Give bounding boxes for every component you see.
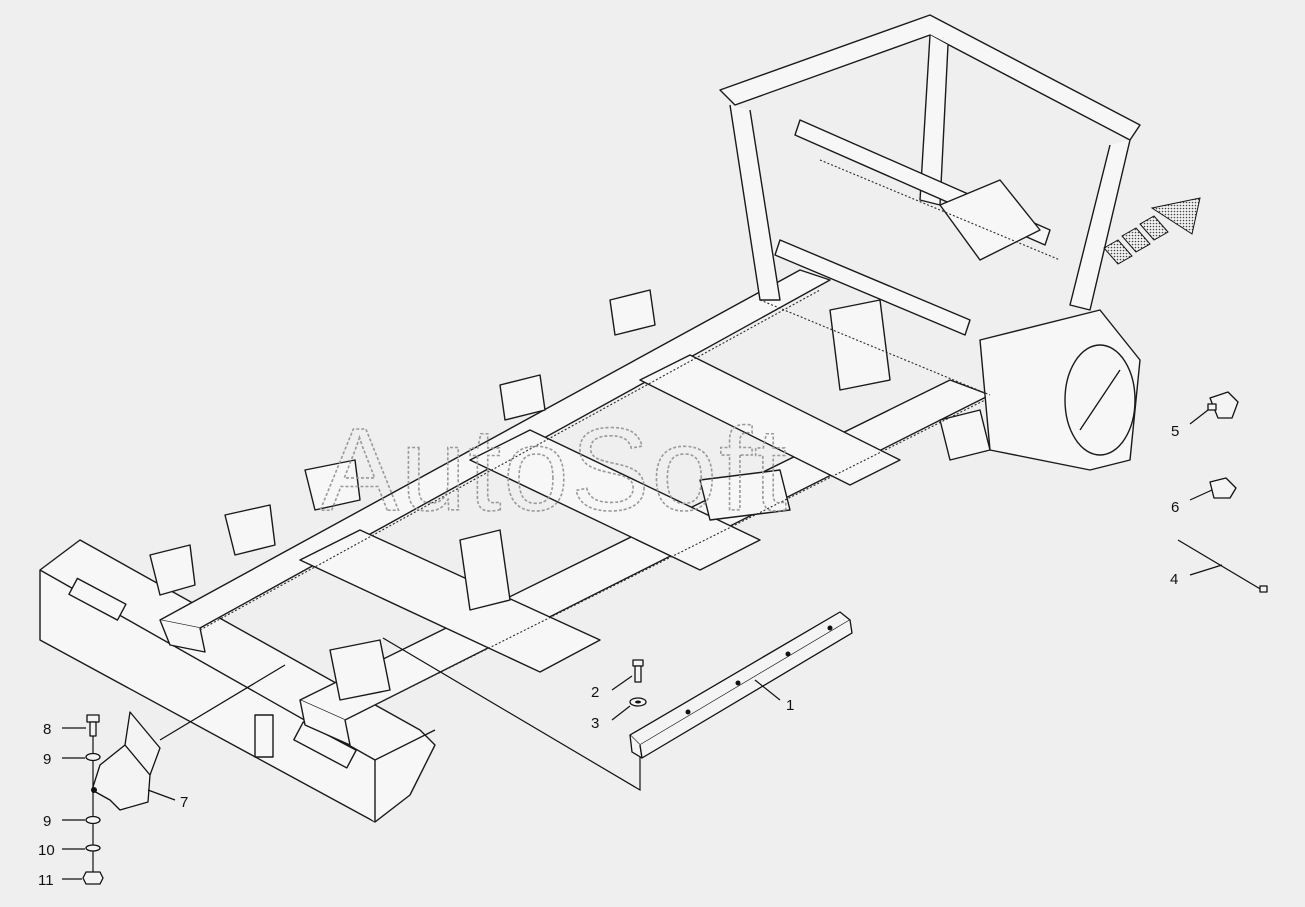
part-6-clip (1189, 477, 1237, 501)
callout-10: 10 (38, 842, 55, 859)
part-5-clamp (1189, 391, 1239, 425)
callout-7: 7 (180, 794, 188, 811)
part-1-rail-strip (629, 611, 853, 759)
part-3-washer (611, 697, 647, 721)
callout-1: 1 (786, 697, 794, 714)
callout-6: 6 (1171, 499, 1179, 516)
part-7-bracket (91, 711, 176, 811)
part-2-bolt (611, 659, 644, 691)
forward-arrow-icon (1103, 197, 1201, 265)
callout-3: 3 (591, 715, 599, 732)
part-4-cable-tie (1177, 539, 1268, 593)
callout-2: 2 (591, 684, 599, 701)
callout-4: 4 (1170, 571, 1178, 588)
callout-9-lower: 9 (43, 813, 51, 830)
assembly-leader-right (382, 637, 641, 792)
callout-5: 5 (1171, 423, 1179, 440)
fastener-stack (62, 714, 104, 885)
chassis-frame (39, 14, 1141, 823)
watermark-text: AutoSoft (320, 404, 789, 536)
callout-11: 11 (38, 872, 54, 889)
callout-9-upper: 9 (43, 751, 51, 768)
callout-8: 8 (43, 721, 51, 738)
assembly-leader-left (159, 664, 286, 741)
